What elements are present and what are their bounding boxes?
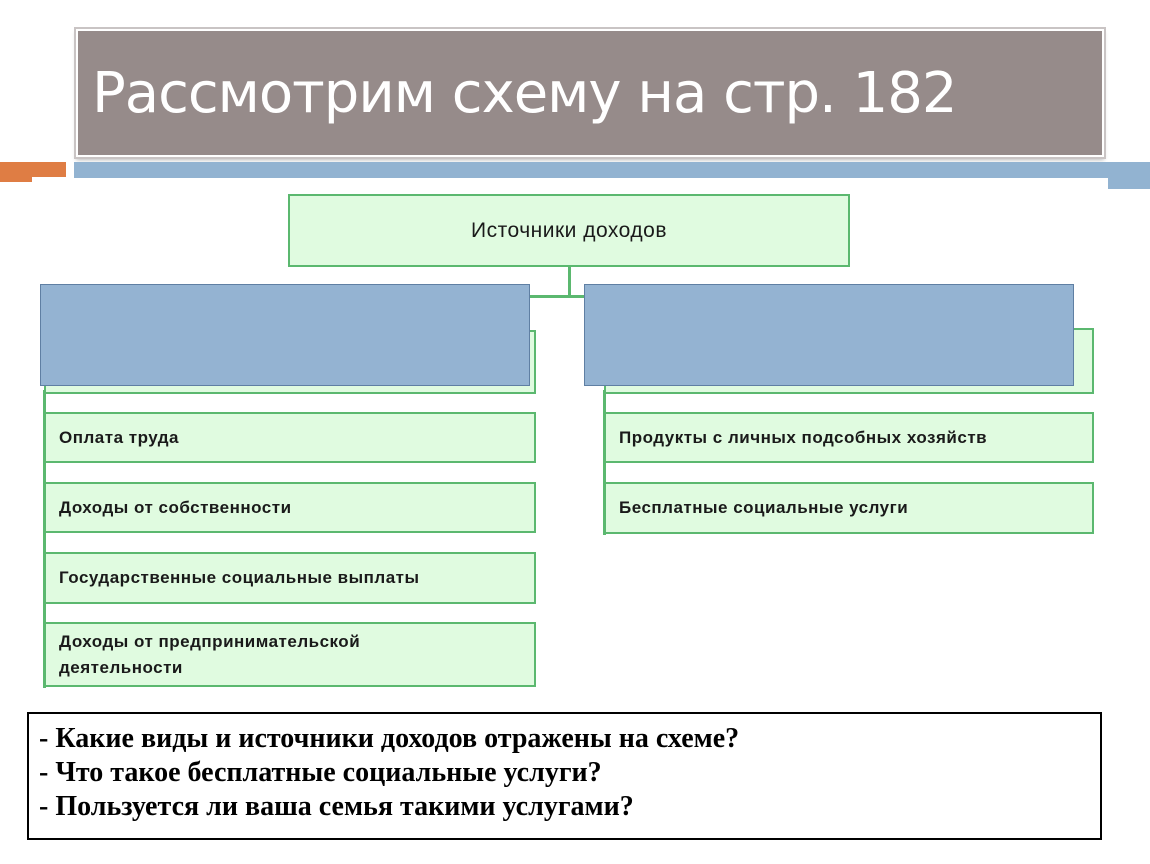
item-label: Государственные социальные выплаты <box>59 568 420 587</box>
accent-notch <box>32 177 66 187</box>
connector-horizontal <box>528 295 588 298</box>
left-spine <box>43 390 46 688</box>
item-label: Продукты с личных подсобных хозяйств <box>619 427 988 447</box>
left-item: Государственные социальные выплаты <box>44 552 536 604</box>
item-label: Доходы от предпринимательской деятельнос… <box>59 631 361 677</box>
root-node-label: Источники доходов <box>471 218 667 242</box>
questions-box: - Какие виды и источники доходов отражен… <box>27 712 1102 840</box>
item-label: Доходы от собственности <box>59 497 292 517</box>
item-label: Бесплатные социальные услуги <box>619 498 909 517</box>
left-cover-rectangle <box>40 284 530 386</box>
slide-title: Рассмотрим схему на стр. 182 <box>92 61 958 126</box>
question: - Какие виды и источники доходов отражен… <box>39 723 740 754</box>
root-node: Источники доходов <box>288 194 850 267</box>
item-label: Оплата труда <box>59 427 180 447</box>
question: - Пользуется ли ваша семья такими услуга… <box>39 791 634 822</box>
right-item: Продукты с личных подсобных хозяйств <box>604 412 1094 463</box>
connector-vertical <box>568 267 571 297</box>
accent-blue-tab <box>1108 176 1150 189</box>
question: - Что такое бесплатные социальные услуги… <box>39 757 602 788</box>
left-item: Доходы от предпринимательской деятельнос… <box>44 622 536 687</box>
left-item: Оплата труда <box>44 412 536 463</box>
right-cover-rectangle <box>584 284 1074 386</box>
left-item: Доходы от собственности <box>44 482 536 533</box>
accent-blue-bar <box>74 162 1150 178</box>
right-item: Бесплатные социальные услуги <box>604 482 1094 534</box>
title-box: Рассмотрим схему на стр. 182 <box>74 27 1106 159</box>
